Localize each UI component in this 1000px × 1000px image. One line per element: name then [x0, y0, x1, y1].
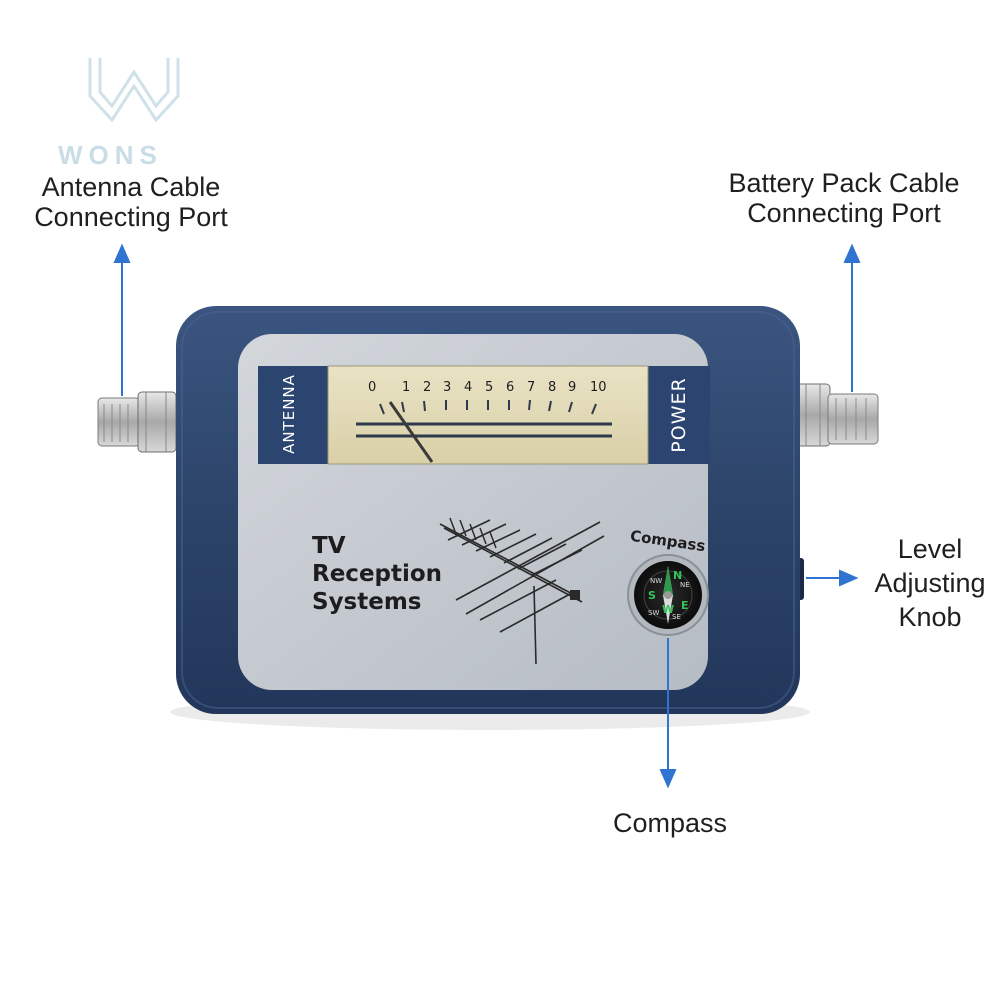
- antenna-illustration: [439, 519, 605, 665]
- callout-level-knob-line-2: Adjusting: [874, 568, 986, 598]
- compass-point-sw: SW: [648, 609, 660, 617]
- meter-scale-5: 5: [485, 380, 494, 395]
- signal-meter-window: [327, 365, 649, 465]
- callout-antenna-port-line-2: Connecting Port: [34, 202, 228, 232]
- callout-level-knob-line-3: Knob: [898, 602, 962, 632]
- meter-scale-1: 1: [402, 380, 411, 395]
- callout-battery-port-line-2: Connecting Port: [747, 198, 941, 228]
- compass-dial: [627, 554, 709, 636]
- meter-scale-3: 3: [443, 380, 452, 395]
- meter-scale-7: 7: [527, 380, 536, 395]
- callout-compass-line-1: Compass: [612, 808, 728, 838]
- meter-needle: [388, 401, 434, 463]
- callout-compass: Compass: [590, 808, 750, 838]
- compass-point-w: W: [662, 603, 675, 616]
- meter-scale: 0 1 2 3 4 5 6 7 8 9 10: [368, 380, 612, 400]
- meter-scale-9: 9: [568, 380, 577, 395]
- power-connector: [795, 383, 879, 447]
- meter-scale-6: 6: [506, 380, 515, 395]
- callout-level-knob-line-1: Level: [897, 534, 963, 564]
- callout-battery-port-line-1: Battery Pack Cable: [728, 168, 960, 198]
- compass-point-nw: NW: [650, 577, 663, 585]
- callout-battery-port: Battery Pack Cable Connecting Port: [706, 168, 982, 228]
- meter-scale-10: 10: [590, 380, 607, 395]
- meter-scale-0: 0: [368, 380, 377, 395]
- compass-point-s: S: [648, 589, 656, 602]
- device-title-line-3: Systems: [312, 589, 422, 615]
- brand-watermark-logo: [88, 58, 180, 122]
- compass-point-se: SE: [672, 613, 681, 621]
- device-title: TV Reception Systems: [312, 532, 472, 616]
- compass-point-n: N: [673, 569, 683, 582]
- callout-antenna-port: Antenna Cable Connecting Port: [18, 172, 244, 232]
- compass-point-e: E: [681, 599, 689, 612]
- meter-scale-2: 2: [423, 380, 432, 395]
- compass-points: N E S W NE SE SW NW: [628, 555, 708, 635]
- callout-antenna-port-line-1: Antenna Cable: [41, 172, 221, 202]
- device-title-line-2: Reception: [312, 561, 443, 587]
- antenna-director-ticks: [449, 517, 497, 549]
- brand-watermark-text: WONS: [58, 140, 163, 170]
- compass-point-ne: NE: [680, 581, 690, 589]
- meter-scale-8: 8: [548, 380, 557, 395]
- meter-scale-4: 4: [464, 380, 473, 395]
- callout-level-knob: Level Adjusting Knob: [860, 532, 1000, 634]
- meter-ticks: [379, 399, 597, 415]
- antenna-connector: [97, 391, 177, 453]
- device-title-line-1: TV: [312, 533, 346, 559]
